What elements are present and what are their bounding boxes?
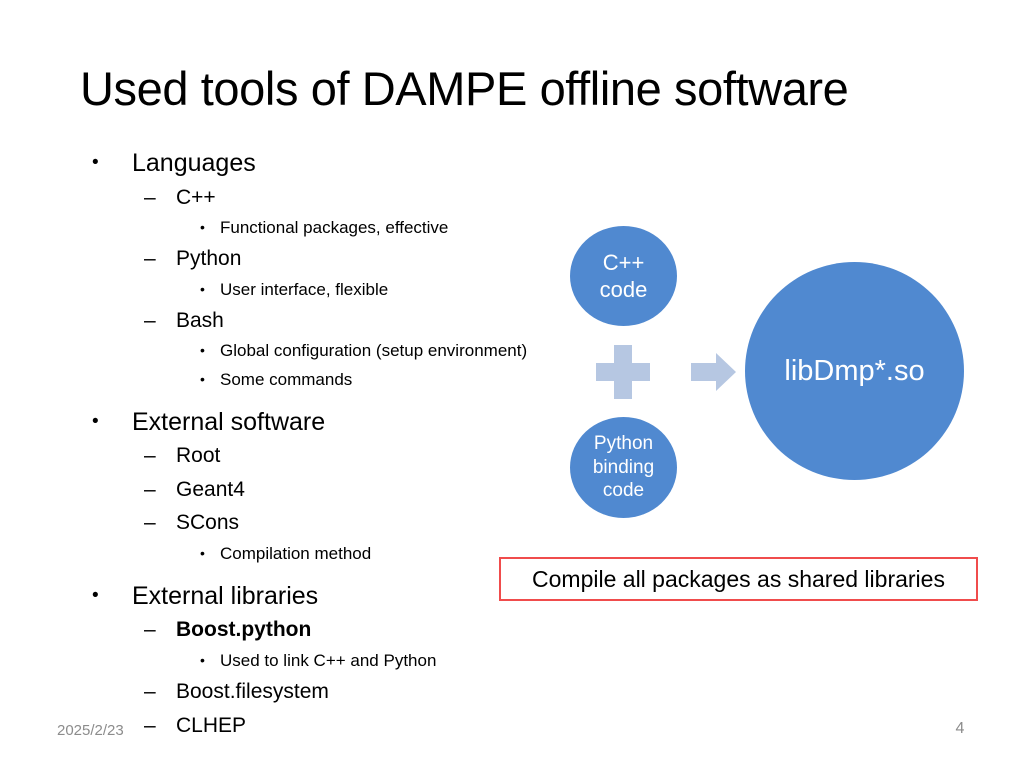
outline-item-label: External libraries xyxy=(132,581,319,610)
cpp-code-label-line2: code xyxy=(599,277,648,302)
outline-bullet-marker: – xyxy=(144,511,156,535)
page-title: Used tools of DAMPE offline software xyxy=(80,62,849,115)
outline-item: • External libraries xyxy=(84,581,584,613)
python-binding-label-line1: Python xyxy=(593,432,654,454)
outline-item: • External software xyxy=(84,407,584,439)
outline-item: • Languages xyxy=(84,148,584,180)
outline-item: • Functional packages, effective xyxy=(84,214,584,241)
outline-bullet-marker: • xyxy=(92,152,99,173)
libdmp-label: libDmp*.so xyxy=(784,354,925,387)
outline-item-label: SCons xyxy=(176,511,240,535)
outline-bullet-marker: • xyxy=(200,544,205,561)
outline-list: •Languages–C++•Functional packages, effe… xyxy=(84,148,584,741)
outline-bullet-marker: – xyxy=(144,713,156,737)
outline-bullet-marker: – xyxy=(144,618,156,642)
footer-date: 2025/2/23 xyxy=(57,722,124,739)
outline-bullet-marker: • xyxy=(200,651,205,668)
outline-bullet-marker: • xyxy=(92,410,99,432)
outline-bullet-marker: • xyxy=(200,342,205,359)
outline-item-label: CLHEP xyxy=(176,713,247,737)
outline-bullet-marker: – xyxy=(144,308,156,332)
cpp-code-label-line1: C++ xyxy=(602,249,645,275)
cpp-code-label: C++ code xyxy=(600,249,648,304)
outline-item: –SCons xyxy=(84,507,584,539)
outline-item-label: Geant4 xyxy=(176,477,245,501)
outline-item: –Boost.filesystem xyxy=(84,676,584,708)
callout-box: Compile all packages as shared libraries xyxy=(499,557,978,601)
outline-item: –CLHEP xyxy=(84,710,584,742)
right-arrow-icon xyxy=(691,352,736,392)
outline-item-label: Functional packages, effective xyxy=(220,218,449,237)
outline-item: –Bash xyxy=(84,305,584,337)
outline-item-label: Used to link C++ and Python xyxy=(220,650,437,670)
outline-bullet-marker: – xyxy=(144,185,156,209)
outline-item: –Python xyxy=(84,243,584,275)
outline-bullet-marker: • xyxy=(92,584,99,606)
outline-bullet-marker: – xyxy=(144,444,156,468)
outline-item-label: Languages xyxy=(132,149,256,177)
footer-page-number: 4 xyxy=(955,720,965,737)
outline-item: • Global configuration (setup environment… xyxy=(84,337,584,364)
diagram-node-libdmp-output: libDmp*.so xyxy=(745,262,964,480)
python-binding-label: Python binding code xyxy=(593,432,654,503)
outline-item: • Compilation method xyxy=(84,540,584,567)
outline-item-label: Boost.python xyxy=(176,618,312,642)
outline-bullet-marker: – xyxy=(144,247,156,271)
diagram-node-cpp-code: C++ code xyxy=(570,226,677,326)
outline-item-label: Boost.filesystem xyxy=(176,680,329,704)
outline-bullet-marker: • xyxy=(200,219,205,235)
outline-item: –Root xyxy=(84,440,584,472)
outline-bullet-marker: • xyxy=(200,370,205,387)
outline-item: –C++ xyxy=(84,182,584,214)
outline-item-label: Python xyxy=(176,247,242,271)
outline-item-label: Root xyxy=(176,444,221,468)
python-binding-label-line2: binding xyxy=(592,456,655,478)
outline-item: • Some commands xyxy=(84,366,584,393)
outline-item: • Used to link C++ and Python xyxy=(84,647,584,674)
outline-item-label: External software xyxy=(132,407,326,436)
outline-item: –Boost.python xyxy=(84,614,584,646)
outline-item-label: Some commands xyxy=(220,369,353,389)
outline-item-label: User interface, flexible xyxy=(220,279,389,299)
plus-icon-vertical-bar xyxy=(614,345,632,399)
python-binding-label-line3: code xyxy=(602,480,645,502)
outline-bullet-marker: – xyxy=(144,680,156,704)
outline-item-label: Global configuration (setup environment) xyxy=(220,341,528,361)
outline-bullet-marker: • xyxy=(200,280,205,297)
diagram-node-python-binding-code: Python binding code xyxy=(570,417,677,518)
outline-item: • User interface, flexible xyxy=(84,276,584,303)
callout-text: Compile all packages as shared libraries xyxy=(532,565,945,592)
outline-bullet-marker: – xyxy=(144,477,156,501)
outline-item-label: C++ xyxy=(176,185,216,209)
outline-item-label: Compilation method xyxy=(220,543,372,563)
plus-icon xyxy=(596,345,650,399)
outline-item: –Geant4 xyxy=(84,474,584,506)
outline-item-label: Bash xyxy=(176,308,224,332)
